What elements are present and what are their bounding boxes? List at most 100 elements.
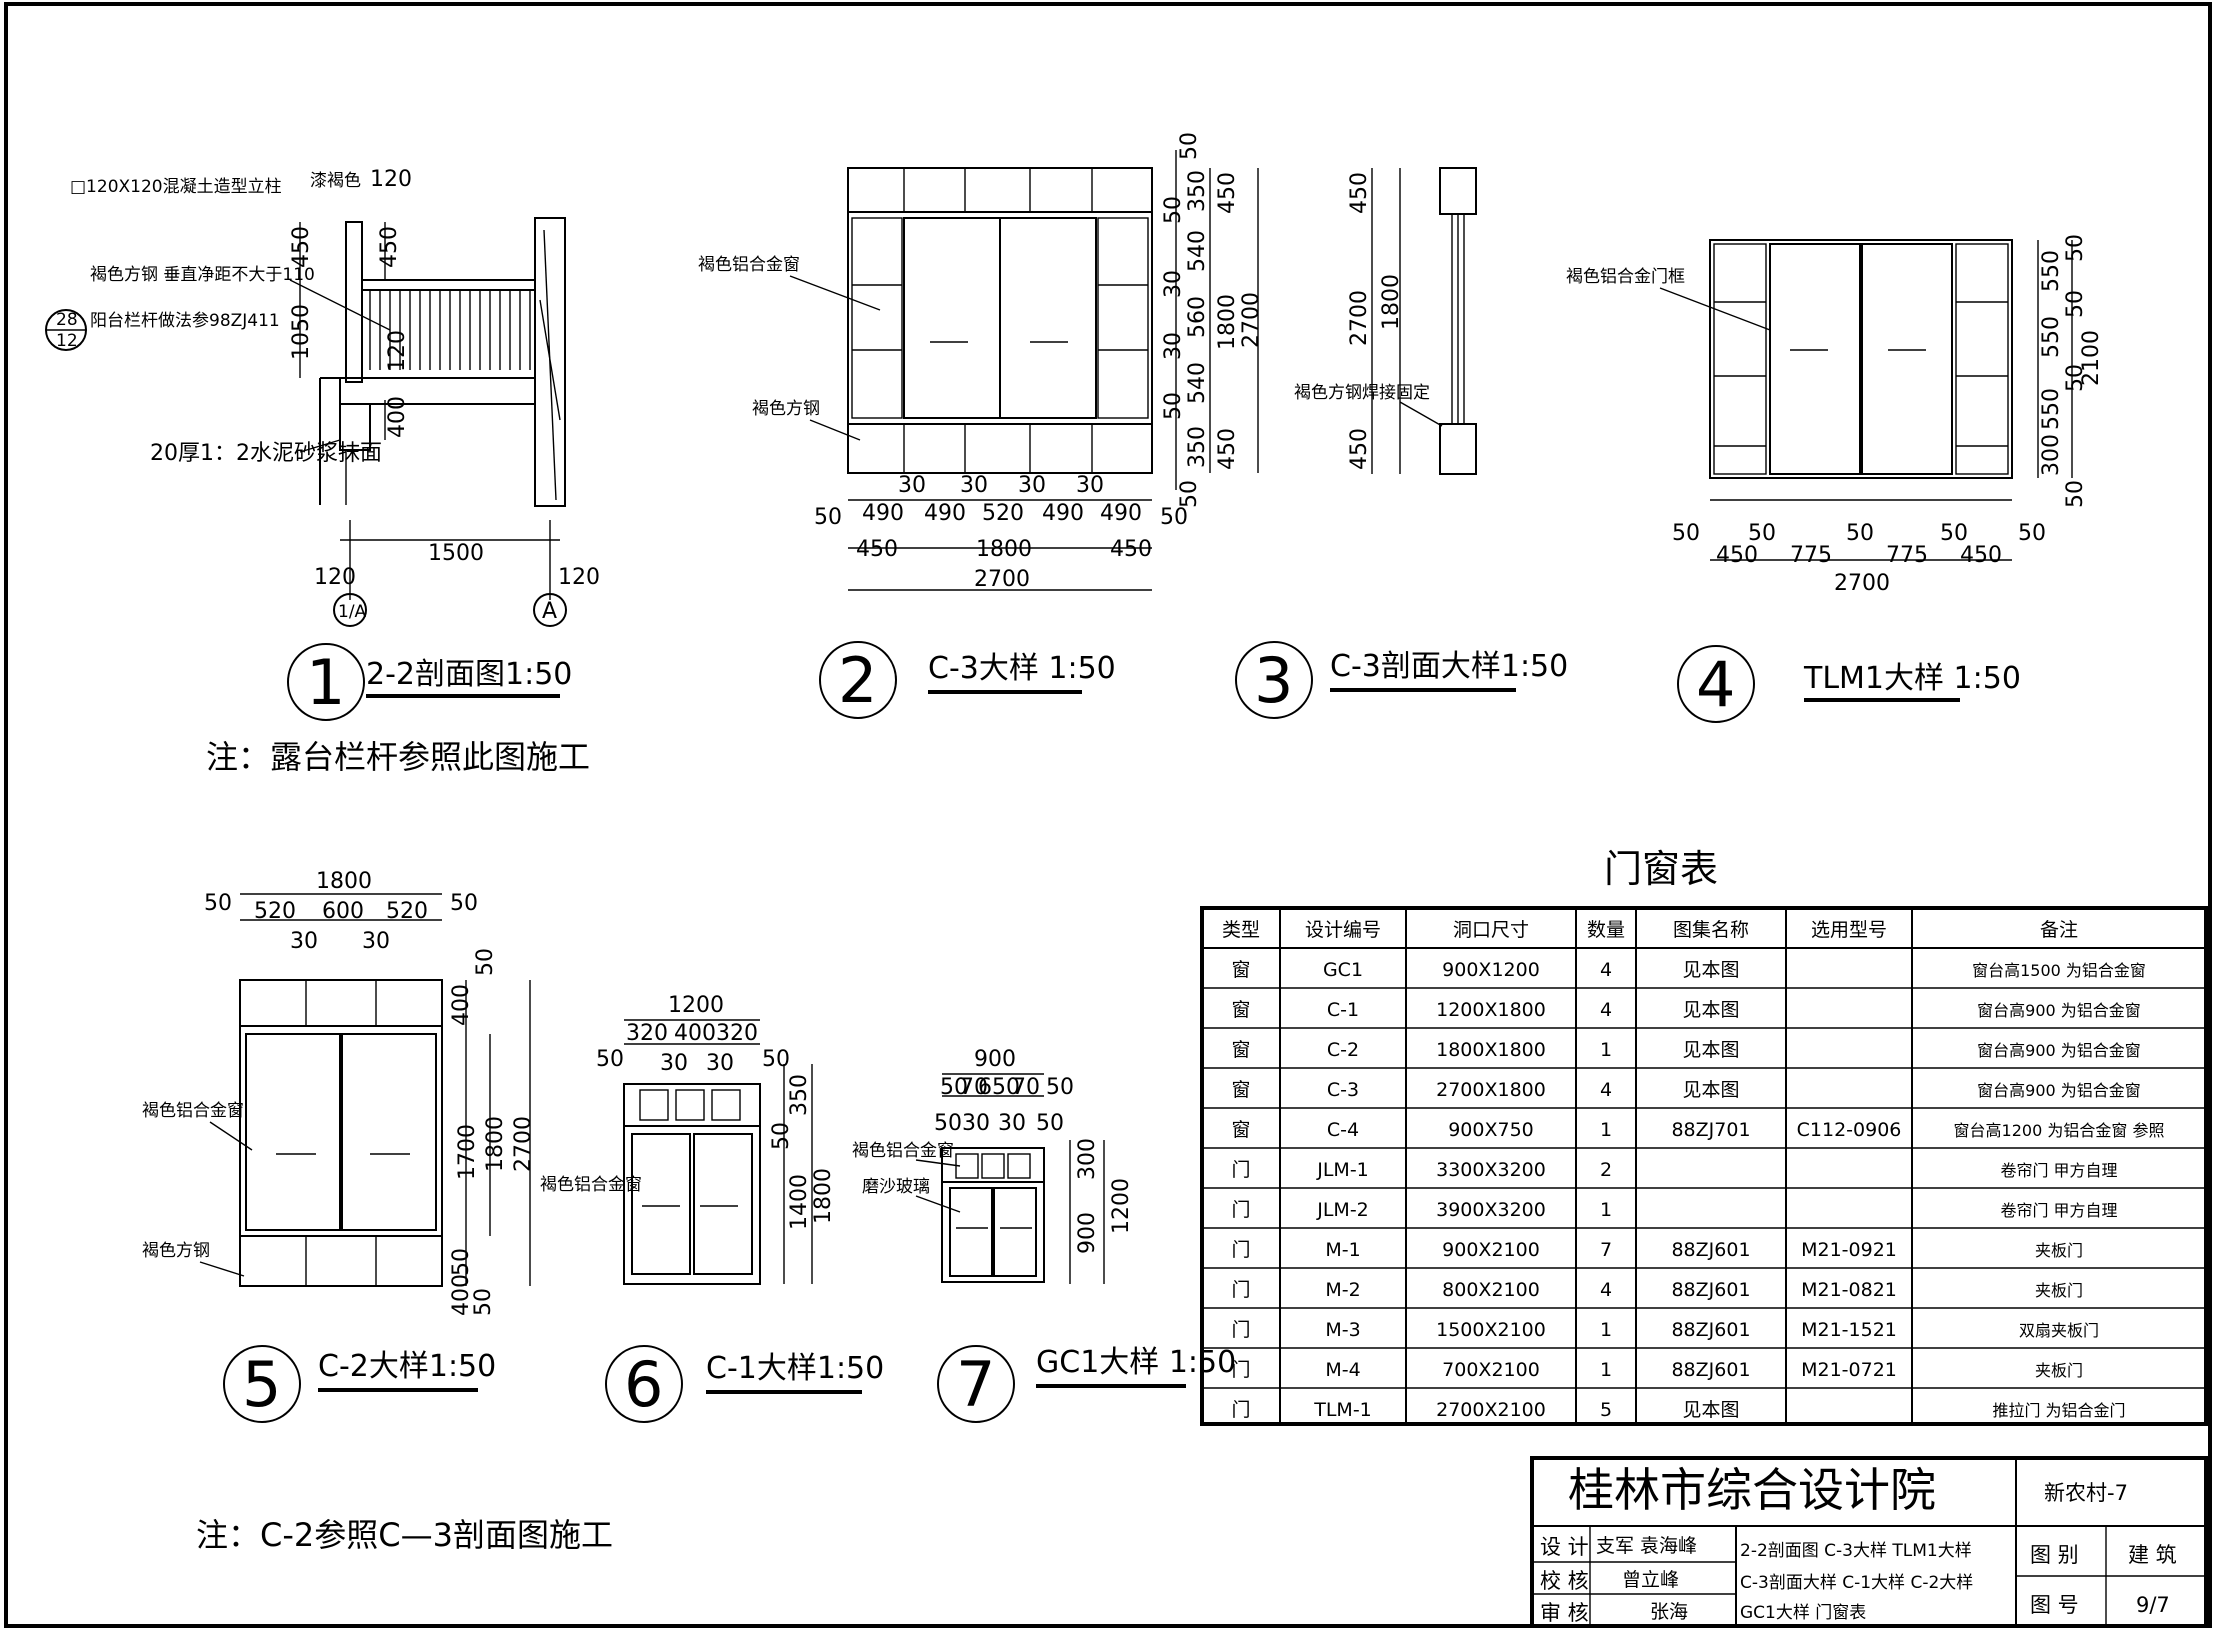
sheet-border bbox=[4, 2, 2212, 1628]
detail-4-number-circle bbox=[1677, 645, 1755, 723]
c3-dim-r4: 30 bbox=[1161, 270, 1186, 298]
detail-3-title: C-3剖面大样1:50 bbox=[1330, 649, 1568, 684]
detail-6-number-circle bbox=[605, 1345, 683, 1423]
paint-label: 漆褐色 bbox=[310, 171, 361, 191]
table-header-cell: 类型 bbox=[1222, 919, 1260, 941]
review-label: 审 核 bbox=[1540, 1601, 1589, 1625]
table-cell: TLM-1 bbox=[1313, 1399, 1372, 1421]
mortar-label: 20厚1：2水泥砂浆抹面 bbox=[150, 441, 382, 466]
dim-450-b: 450 bbox=[377, 226, 402, 268]
table-cell: 800X2100 bbox=[1442, 1279, 1540, 1301]
table-cell: M21-1521 bbox=[1801, 1319, 1897, 1341]
c3s-dim-total: 2700 bbox=[1347, 290, 1372, 346]
gc1-dim-s1: 30 bbox=[962, 1111, 990, 1136]
c3-dim-right-total: 2700 bbox=[1239, 292, 1264, 348]
title-block-border bbox=[1530, 1456, 2208, 1628]
ref-top: 28 bbox=[56, 310, 78, 330]
gc1-dim-t3: 70 bbox=[1012, 1075, 1040, 1100]
table-cell: 88ZJ601 bbox=[1671, 1279, 1750, 1301]
table-cell: 700X2100 bbox=[1442, 1359, 1540, 1381]
gc1-dim-r1: 900 bbox=[1075, 1212, 1100, 1254]
category-label: 图 别 bbox=[2030, 1543, 2079, 1567]
c3-window-label: 褐色铝合金窗 bbox=[698, 255, 800, 275]
c1-dim-total: 1200 bbox=[668, 993, 724, 1018]
table-cell: 门 bbox=[1231, 1359, 1250, 1381]
c2-dim-r5: 50 bbox=[471, 1288, 496, 1316]
dim-1500: 1500 bbox=[428, 541, 484, 566]
gc1-window-label: 褐色铝合金窗 bbox=[852, 1141, 954, 1161]
c1-frame bbox=[623, 1083, 761, 1285]
detail-4: 褐色铝合金门框 50 450 50 775 50 775 50 450 50 2… bbox=[1566, 234, 2104, 723]
gc1-frame bbox=[941, 1147, 1045, 1283]
detail-2: 褐色铝合金窗 褐色方钢 50 490 30 490 30 520 30 490 … bbox=[698, 132, 1264, 719]
table-cell: 窗台高1500 为铝合金窗 bbox=[1972, 961, 2146, 980]
railing-bars bbox=[362, 279, 535, 370]
c3-dim-b8: 30 bbox=[1076, 473, 1104, 498]
dim-120-top: 120 bbox=[370, 167, 412, 192]
c3-frame bbox=[847, 167, 1153, 474]
gc1-dim-s0: 50 bbox=[934, 1111, 962, 1136]
railing-post bbox=[345, 221, 363, 383]
detail-7-number: 7 bbox=[956, 1348, 995, 1421]
tlm1-dim-right-total: 2100 bbox=[2079, 330, 2104, 386]
tlm1-dim-total: 2700 bbox=[1834, 571, 1890, 596]
table-header-cell: 备注 bbox=[2040, 919, 2078, 941]
table-cell: 2 bbox=[1600, 1159, 1612, 1181]
gc1-dim-total: 900 bbox=[974, 1047, 1016, 1072]
table-cell: 见本图 bbox=[1682, 999, 1739, 1021]
dim-1050: 1050 bbox=[289, 304, 314, 360]
detail-5-number-circle bbox=[223, 1345, 301, 1423]
c3-dim-s1: 1800 bbox=[1215, 294, 1240, 350]
design-label: 设 计 bbox=[1540, 1535, 1589, 1559]
c2-dim-t3: 520 bbox=[386, 899, 428, 924]
table-cell: 900X750 bbox=[1448, 1119, 1534, 1141]
review-name: 张海 bbox=[1650, 1601, 1688, 1623]
detail-2-number: 2 bbox=[838, 644, 877, 717]
table-cell: 双扇夹板门 bbox=[2019, 1321, 2099, 1340]
table-cell: 88ZJ701 bbox=[1671, 1119, 1750, 1141]
sheet-label: 图 号 bbox=[2030, 1593, 2079, 1617]
title-block: 桂林市综合设计院 新农村-7 设 计 支军 袁海峰 校 核 曾立峰 审 核 张海… bbox=[1530, 1456, 2208, 1628]
detail-4-number: 4 bbox=[1696, 648, 1735, 721]
table-cell: 4 bbox=[1600, 1279, 1612, 1301]
table-cell: 窗 bbox=[1231, 1039, 1250, 1061]
table-cell: C-3 bbox=[1327, 1079, 1359, 1101]
c3-dim-c0: 450 bbox=[856, 537, 898, 562]
c1-window-label: 褐色铝合金窗 bbox=[540, 1175, 642, 1195]
c3s-dim-0: 450 bbox=[1347, 172, 1372, 214]
tlm1-dim-r2: 50 bbox=[2063, 290, 2088, 318]
detail-5-title: C-2大样1:50 bbox=[318, 1349, 496, 1384]
table-cell: 见本图 bbox=[1682, 1079, 1739, 1101]
c1-dim-s3: 50 bbox=[762, 1047, 790, 1072]
detail-2-title: C-3大样 1:50 bbox=[928, 651, 1116, 686]
table-cell: 3900X3200 bbox=[1436, 1199, 1546, 1221]
table-cell: 900X1200 bbox=[1442, 959, 1540, 981]
tlm1-dim-b0: 50 bbox=[1672, 521, 1700, 546]
tlm1-dim-b1: 450 bbox=[1716, 543, 1758, 568]
c1-dim-t1: 400 bbox=[674, 1021, 716, 1046]
table-cell: M-3 bbox=[1325, 1319, 1360, 1341]
detail-7-title: GC1大样 1:50 bbox=[1036, 1345, 1236, 1380]
sheet-number: 9/7 bbox=[2136, 1593, 2170, 1617]
table-cell: 夹板门 bbox=[2035, 1361, 2083, 1380]
dim-120-right: 120 bbox=[558, 565, 600, 590]
table-header-cell: 选用型号 bbox=[1811, 919, 1887, 941]
table-cell: C-1 bbox=[1327, 999, 1359, 1021]
table-cell: 见本图 bbox=[1682, 959, 1739, 981]
c1-dim-s0: 50 bbox=[596, 1047, 624, 1072]
c3-dim-b5: 520 bbox=[982, 501, 1024, 526]
c3-dim-b1: 490 bbox=[862, 501, 904, 526]
table-cell: 900X2100 bbox=[1442, 1239, 1540, 1261]
c3-dim-r0: 50 bbox=[1177, 132, 1202, 160]
c3-dim-r2: 50 bbox=[1161, 196, 1186, 224]
c2-dim-1800: 1800 bbox=[483, 1116, 508, 1172]
check-name: 曾立峰 bbox=[1622, 1569, 1679, 1591]
table-cell: GC1 bbox=[1323, 959, 1363, 981]
table-cell: 1 bbox=[1600, 1119, 1612, 1141]
c1-dim-r0: 350 bbox=[787, 1074, 812, 1116]
c1-dim-s2: 30 bbox=[706, 1051, 734, 1076]
c3-dim-s2: 450 bbox=[1215, 428, 1240, 470]
table-cell: 88ZJ601 bbox=[1671, 1359, 1750, 1381]
